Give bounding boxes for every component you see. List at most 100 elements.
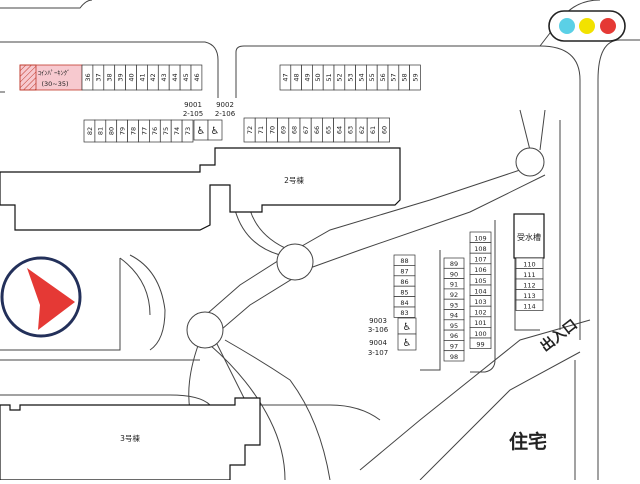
red-dot-icon[interactable] [600, 18, 616, 34]
parking-stall: 97 [443, 340, 465, 352]
parking-stall: 71 [254, 117, 267, 143]
parking-stall: 42 [147, 64, 159, 91]
parking-stall-number: 93 [450, 301, 458, 309]
parking-stall-number: 64 [336, 126, 344, 134]
parking-stall: 50 [312, 64, 324, 91]
parking-stall: 66 [310, 117, 323, 143]
parking-stall-number: 100 [474, 330, 486, 338]
parking-stall-number: 70 [268, 126, 276, 134]
parking-stall-number: 98 [450, 353, 458, 361]
parking-stall: 95 [443, 319, 465, 331]
parking-stall-number: 101 [474, 319, 486, 327]
accessible-id-9003: 9003 [369, 317, 387, 325]
parking-stall: 61 [366, 117, 379, 143]
parking-stall-number: 78 [129, 127, 137, 135]
parking-stall-number: 110 [523, 260, 535, 268]
accessible-unit-9004: 3-107 [368, 349, 388, 357]
parking-stall: 81 [94, 119, 107, 143]
parking-stall-number: 83 [400, 309, 408, 317]
parking-stall-number: 44 [171, 73, 179, 81]
yellow-dot-icon[interactable] [579, 18, 595, 34]
parking-stall-number: 102 [474, 309, 486, 317]
parking-stall-number: 47 [282, 73, 290, 81]
parking-stall-number: 96 [450, 332, 458, 340]
parking-stall: 36 [81, 64, 94, 91]
parking-stall: 84 [393, 296, 416, 308]
parking-stall-number: 65 [324, 126, 332, 134]
parking-stall: 113 [515, 289, 544, 301]
wheelchair-icon: ♿ [403, 322, 412, 333]
parking-stall-number: 56 [379, 73, 387, 81]
parking-stall: 51 [322, 64, 335, 91]
parking-stall-number: 50 [314, 73, 322, 81]
parking-stall: 91 [443, 278, 465, 290]
water-tank-label: 受水槽 [517, 232, 541, 242]
play-icon [27, 268, 75, 330]
accessible-unit-9002: 2-106 [215, 110, 236, 118]
parking-stall-number: 87 [400, 268, 408, 276]
parking-stall: 49 [301, 64, 313, 91]
parking-stall: 101 [469, 316, 492, 328]
parking-stall-number: 109 [474, 234, 486, 242]
parking-stall-number: 89 [450, 260, 458, 268]
parking-stall-number: 63 [347, 126, 355, 134]
accessible-id-9002: 9002 [216, 101, 234, 109]
parking-stall-number: 55 [368, 73, 376, 81]
parking-stall: 39 [114, 64, 126, 91]
parking-stall-number: 46 [193, 73, 201, 81]
parking-stall-number: 80 [108, 127, 116, 135]
parking-stall-number: 97 [450, 343, 458, 351]
parking-stall: 45 [179, 64, 192, 91]
parking-stall-number: 66 [313, 126, 321, 134]
parking-stall-number: 68 [291, 126, 299, 134]
parking-stall: 110 [515, 257, 544, 269]
parking-stall: 90 [443, 267, 465, 279]
parking-stall: 106 [469, 263, 492, 275]
parking-stall: 103 [469, 295, 492, 307]
parking-stall-number: 85 [400, 288, 408, 296]
parking-stall: 67 [299, 117, 312, 143]
accessible-id-9004: 9004 [369, 339, 387, 347]
parking-stall-number: 95 [450, 322, 458, 330]
parking-stall: 99 [469, 337, 492, 349]
accessible-labels: 9001 2-105 9002 2-106 9003 3-106 9004 3-… [183, 101, 389, 357]
parking-stall: 98 [443, 350, 465, 362]
parking-stall-number: 108 [474, 245, 486, 253]
cyan-dot-icon[interactable] [559, 18, 575, 34]
parking-stall-number: 79 [118, 127, 126, 135]
parking-stall-number: 40 [127, 73, 135, 81]
parking-stall-number: 67 [302, 126, 310, 134]
parking-stall: 102 [469, 305, 492, 318]
parking-stall-number: 59 [411, 73, 419, 81]
parking-stall-number: 99 [476, 340, 484, 348]
parking-stall: 43 [157, 64, 170, 91]
parking-stall-number: 74 [173, 127, 181, 135]
parking-stall-number: 112 [523, 281, 535, 289]
building-2-outline [0, 147, 401, 231]
parking-stall: 89 [443, 257, 465, 269]
parking-stall-number: 61 [369, 126, 377, 134]
parking-stall-number: 111 [523, 271, 535, 279]
parking-stall-number: 81 [97, 127, 105, 135]
parking-stall: 108 [469, 242, 492, 254]
building-2-label: 2号棟 [284, 175, 304, 185]
parking-stall-number: 104 [474, 287, 486, 295]
parking-stall-number: 86 [400, 278, 408, 286]
wheelchair-icon: ♿ [197, 126, 206, 137]
parking-stall-number: 69 [280, 126, 288, 134]
parking-stall-number: 43 [160, 73, 168, 81]
parking-stall-number: 92 [450, 291, 458, 299]
parking-stall: 86 [393, 275, 416, 287]
parking-stall: 56 [376, 64, 389, 91]
parking-stall: 53 [344, 64, 356, 91]
parking-stall: 73 [181, 119, 194, 143]
parking-stall: 38 [103, 64, 116, 91]
wheelchair-icon: ♿ [403, 338, 412, 349]
play-button[interactable] [0, 256, 82, 338]
parking-stall: 94 [443, 309, 465, 321]
parking-stall-number: 58 [401, 73, 409, 81]
parking-stall-number: 75 [162, 127, 170, 135]
parking-stall: 74 [170, 119, 183, 143]
parking-stall: 65 [322, 117, 334, 143]
